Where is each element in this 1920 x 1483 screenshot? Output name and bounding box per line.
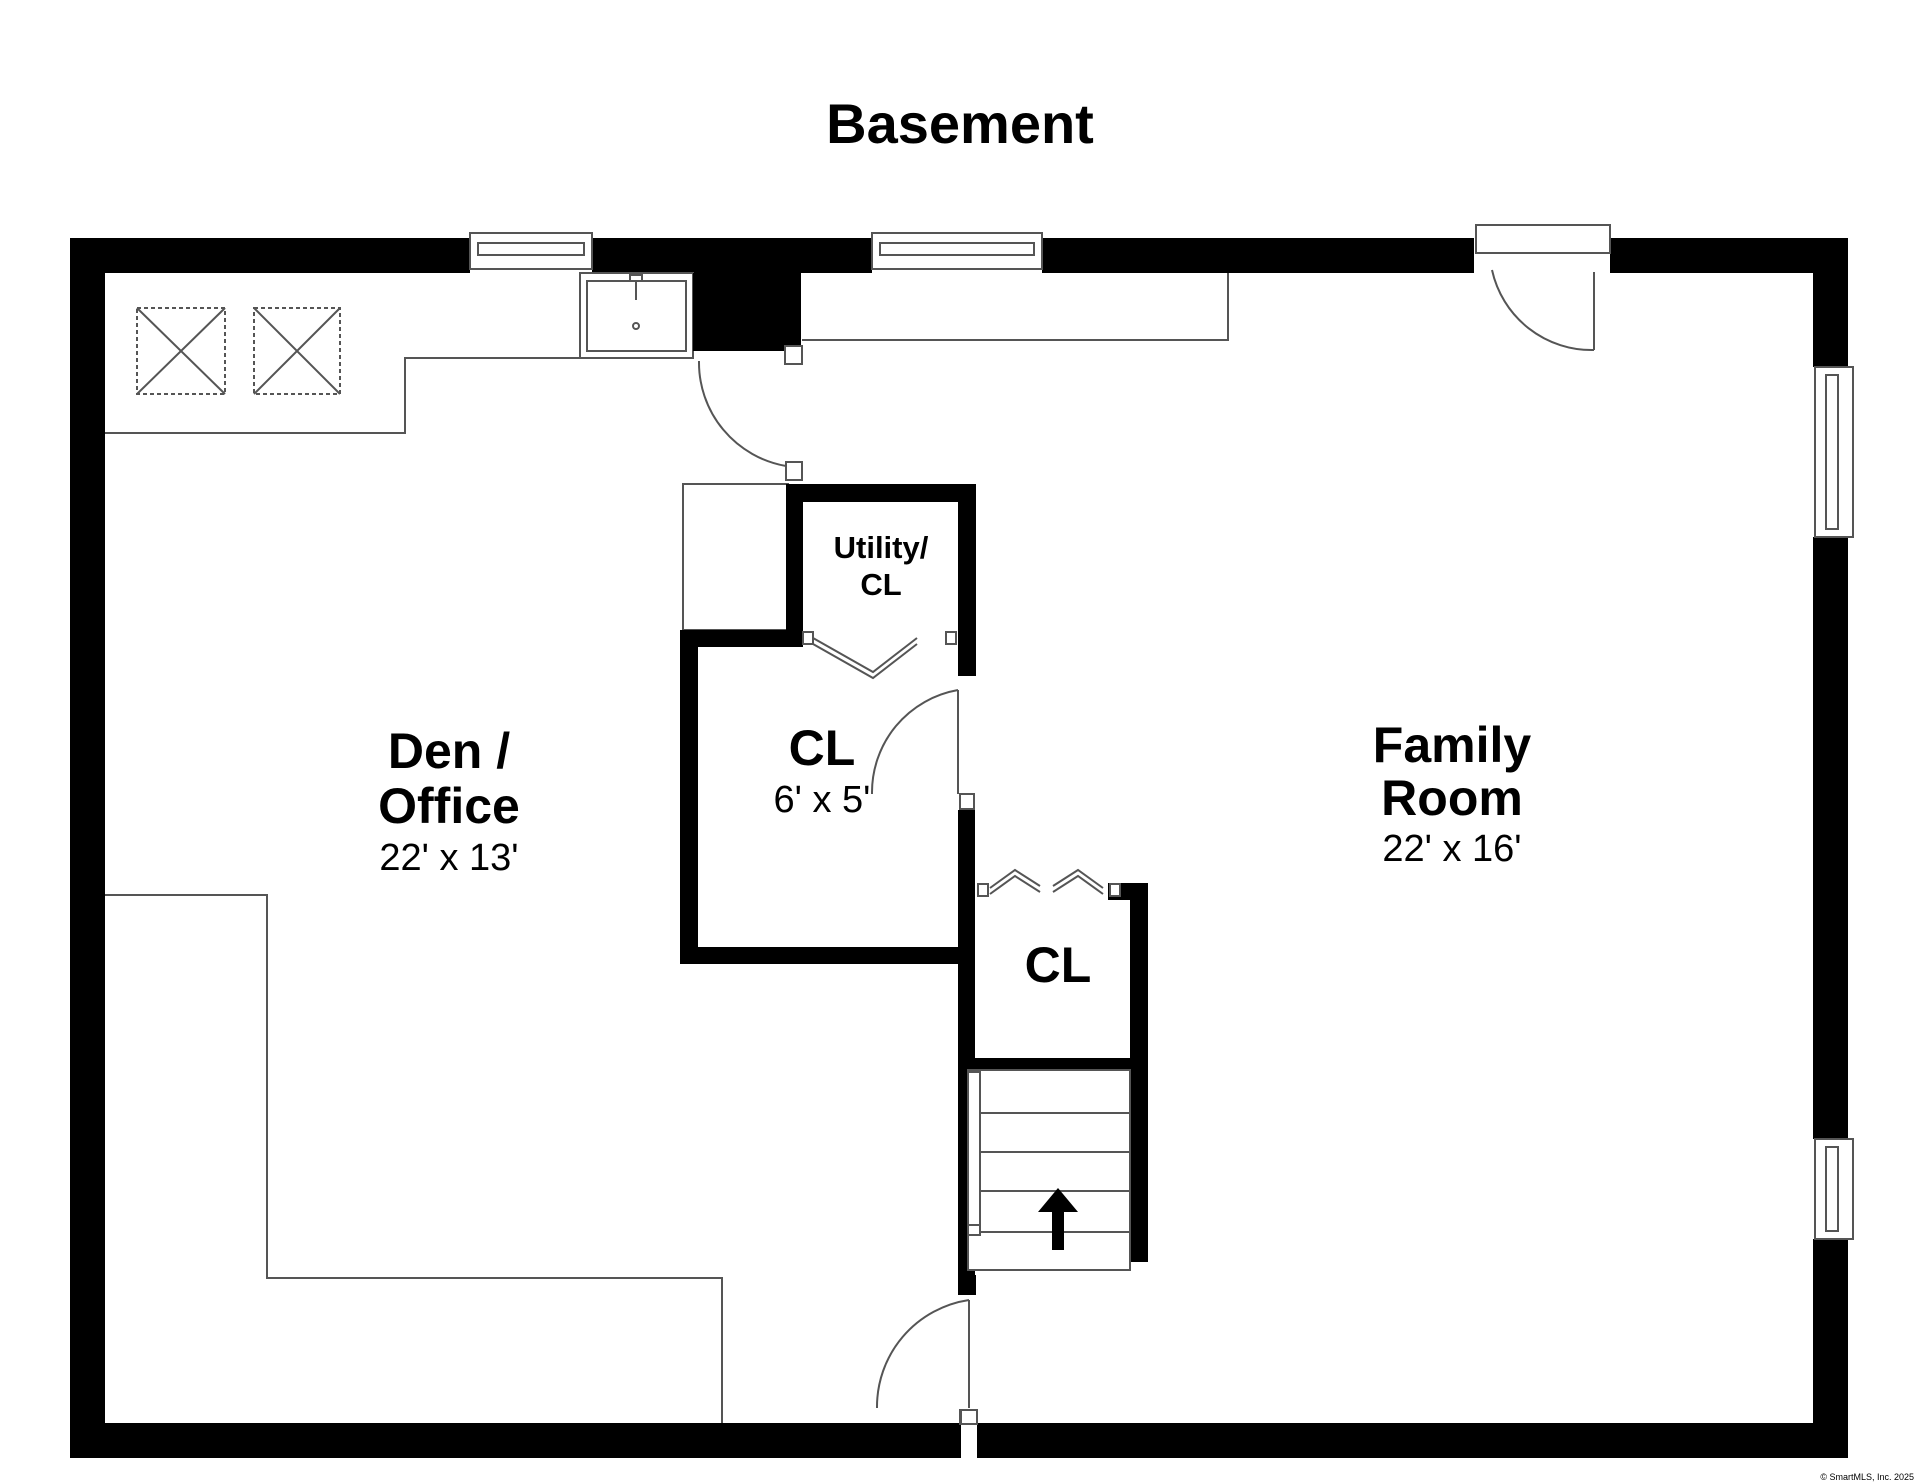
utility-name-line1: Utility/	[834, 530, 929, 565]
den-name-line2: Office	[378, 778, 520, 834]
staircase	[967, 1069, 1131, 1271]
room-label-closet-main: CL 6' x 5'	[774, 720, 871, 821]
room-label-closet-small: CL	[1025, 937, 1092, 993]
fixtures	[105, 273, 1229, 1423]
room-label-den: Den / Office 22' x 13'	[378, 723, 520, 879]
closet-main-dimensions: 6' x 5'	[774, 779, 871, 821]
family-name-line1: Family	[1373, 717, 1532, 773]
door-swing-icon	[697, 360, 803, 481]
room-label-family: Family Room 22' x 16'	[1373, 717, 1532, 870]
bifold-door-icon	[812, 637, 918, 680]
wall-openings	[470, 236, 1850, 1460]
plan-title: Basement	[826, 92, 1094, 155]
closet-small-name: CL	[1025, 937, 1092, 993]
chimney-post	[784, 345, 803, 365]
family-name-line2: Room	[1381, 770, 1523, 826]
family-dimensions: 22' x 16'	[1382, 828, 1521, 870]
window-icon	[469, 232, 1854, 1240]
den-name-line1: Den /	[388, 723, 510, 779]
bottom-wall	[70, 1423, 1848, 1458]
left-wall	[70, 238, 105, 1458]
den-dimensions: 22' x 13'	[379, 837, 518, 879]
closet-main-name: CL	[789, 720, 856, 776]
exterior-door-icon	[1475, 224, 1611, 352]
utility-name-line2: CL	[860, 567, 901, 602]
door-swing-icon	[870, 689, 959, 795]
room-label-utility: Utility/ CL	[834, 530, 929, 602]
copyright-notice: © SmartMLS, Inc. 2025	[1820, 1472, 1914, 1482]
sink-icon	[579, 272, 694, 359]
stair-up-arrow-icon	[1038, 1188, 1078, 1250]
chimney	[693, 273, 801, 351]
bifold-door-icon	[989, 868, 1104, 895]
door-swing-icon	[875, 1299, 978, 1425]
